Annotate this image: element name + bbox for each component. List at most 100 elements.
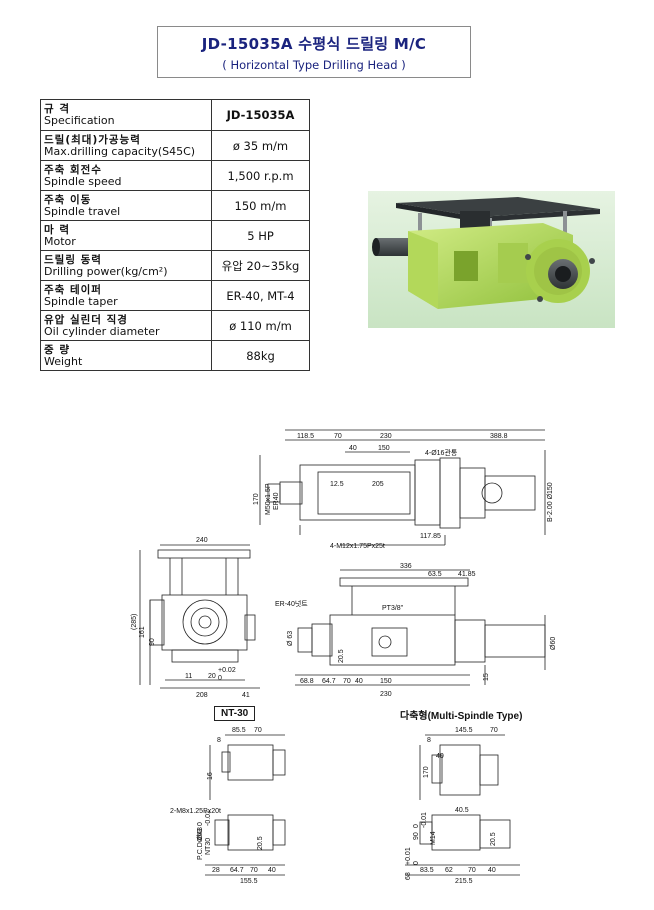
spec-value: ø 35 m/m	[211, 130, 310, 161]
spec-label-ko: 규 격	[44, 103, 70, 115]
dimension-label: 215.5	[455, 878, 473, 885]
dimension-label: Ø60	[550, 637, 557, 650]
nt30-view	[205, 734, 286, 876]
dimension-label: 68	[405, 872, 412, 880]
dimension-label: 0	[218, 675, 222, 682]
dimension-label: 68.8	[300, 678, 314, 685]
dimension-label: 41	[242, 692, 250, 699]
spec-label-ko: 드릴(최대)가공능력	[44, 133, 141, 146]
dimension-label: M14	[430, 831, 437, 845]
dimension-label: 20.5	[257, 836, 264, 850]
dimension-label: 150	[378, 445, 390, 452]
dimension-label: 4-M12x1.75Px25t	[330, 543, 385, 550]
dimension-label: 118.5	[297, 433, 314, 440]
dimension-label: 83.5	[420, 867, 434, 874]
dimension-label: 145.5	[455, 727, 473, 734]
dimension-label: 208	[196, 692, 208, 699]
page-subtitle: ( Horizontal Type Drilling Head )	[222, 58, 406, 72]
dimension-label: 4-Ø16관통	[425, 448, 458, 457]
dimension-label: 240	[196, 537, 208, 544]
dimension-label: 70	[250, 867, 258, 874]
spec-value: 88kg	[211, 340, 310, 371]
dimension-label: 90	[149, 638, 156, 646]
spec-label-ko: 주축 테이퍼	[44, 283, 102, 296]
dimension-label: 0	[197, 822, 204, 826]
dimension-label: 70	[254, 727, 262, 734]
dimension-label: P.C.D Ø43	[197, 827, 204, 860]
side-view	[295, 569, 546, 686]
spec-label-ko: 주축 이동	[44, 193, 92, 206]
nt30-label: NT-30	[214, 706, 256, 721]
dimension-label: +0.01	[405, 847, 412, 865]
dimension-label: 41.85	[458, 571, 476, 578]
spec-label-en: Drilling power(kg/cm²)	[44, 264, 168, 278]
dimension-label: 170	[423, 766, 430, 778]
front-view	[139, 544, 260, 689]
top-view	[259, 429, 546, 546]
dimension-label: PT3/8"	[382, 605, 404, 612]
dimension-label: 11	[185, 673, 192, 680]
spec-label-en: Oil cylinder diameter	[44, 324, 160, 338]
dimension-label: 170	[253, 493, 260, 505]
dimension-label: -0.01	[205, 810, 212, 826]
spec-value: 1,500 r.p.m	[211, 160, 310, 191]
dimension-label: NT30	[205, 838, 212, 855]
multi-spindle-label: 다축형(Multi-Spindle Type)	[394, 706, 529, 723]
spec-label-ko: 중 량	[44, 343, 70, 356]
dimension-label: 230	[380, 691, 392, 698]
dimension-label: 117.85	[420, 533, 441, 540]
dimension-label: 70	[343, 678, 351, 685]
multi-spindle-view	[405, 734, 520, 876]
dimension-label: +0.02	[218, 667, 236, 674]
title-box: JD-15035A 수평식 드릴링 M/C ( Horizontal Type …	[157, 26, 471, 78]
spec-value: ER-40, MT-4	[211, 280, 310, 311]
dimension-label: 0	[413, 861, 420, 865]
dimension-label: Ø 63	[287, 631, 294, 646]
dimension-label: 40	[268, 867, 276, 874]
spec-label-en: Spindle travel	[44, 204, 121, 218]
spec-value: JD-15035A	[211, 99, 310, 131]
page-title: JD-15035A 수평식 드릴링 M/C	[201, 35, 427, 53]
dimension-label: 161	[139, 626, 146, 638]
dimension-label: 64.7	[322, 678, 336, 685]
product-photo	[368, 191, 615, 328]
spec-label-en: Spindle taper	[44, 294, 118, 308]
dimension-label: 336	[400, 563, 412, 570]
dimension-label: 40	[488, 867, 496, 874]
dimension-label: 64.7	[230, 867, 244, 874]
spec-label-en: Max.drilling capacity(S45C)	[44, 144, 196, 158]
dimension-label: Ø63	[197, 829, 204, 842]
dimension-label: 40	[349, 445, 357, 452]
spec-label-en: Weight	[44, 354, 83, 368]
dimension-label: 150	[380, 678, 392, 685]
spec-label-en: Motor	[44, 234, 76, 248]
spec-value: 5 HP	[211, 220, 310, 251]
dimension-label: 205	[372, 481, 384, 488]
dimension-label: B-2.00 Ø150	[547, 482, 554, 522]
dimension-label: 70	[490, 727, 498, 734]
dimension-label: 40.5	[455, 807, 469, 814]
dimension-label: -0.01	[421, 812, 428, 828]
spec-label-en: Spindle speed	[44, 174, 122, 188]
dimension-label: 90	[413, 832, 420, 840]
dimension-label: 12.5	[330, 481, 344, 488]
technical-drawing: 118.570230388.84015012.52054-Ø16관통170M50…	[131, 429, 557, 885]
dimension-label: 16	[207, 772, 214, 780]
dimension-label: 20.5	[490, 832, 497, 846]
dimension-label: 28	[212, 867, 220, 874]
dimension-label: 15	[483, 673, 490, 681]
